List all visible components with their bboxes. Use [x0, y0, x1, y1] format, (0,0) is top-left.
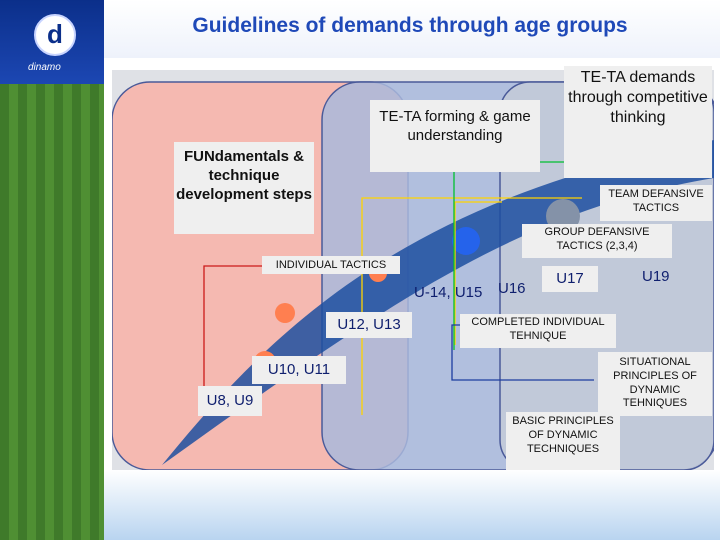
- grass-background: [0, 0, 104, 540]
- line-basic: [454, 201, 502, 345]
- age-u10-u11: U10, U11: [252, 356, 346, 384]
- slide-title: Guidelines of demands through age groups: [192, 14, 628, 37]
- age-u14-u15: U-14, U15: [414, 284, 483, 301]
- line-individual: [203, 265, 262, 402]
- phase-demands: TE-TA demands through competitive thinki…: [564, 66, 712, 178]
- dot-u16: [452, 227, 480, 255]
- age-u12-u13-text: U12, U13: [337, 316, 401, 333]
- situational-text: SITUATIONAL PRINCIPLES OF DYNAMIC TEHNIQ…: [613, 356, 697, 410]
- age-u12-u13: U12, U13: [326, 312, 412, 338]
- age-u8-u9: U8, U9: [198, 386, 262, 416]
- dot-u12: [275, 303, 295, 323]
- age-u17: U17: [542, 266, 598, 292]
- basic-principles-text: BASIC PRINCIPLES OF DYNAMIC TECHNIQUES: [512, 415, 614, 455]
- phase-fundamentals-text: FUNdamentals & technique development ste…: [176, 148, 312, 203]
- age-u10-u11-text: U10, U11: [267, 361, 331, 378]
- individual-tactics-text: INDIVIDUAL TACTICS: [275, 259, 387, 271]
- age-u17-text: U17: [556, 270, 584, 287]
- phase-demands-text: TE-TA demands through competitive thinki…: [568, 69, 708, 126]
- logo-letter: d: [47, 19, 63, 49]
- phase-fundamentals: FUNdamentals & technique development ste…: [174, 142, 314, 234]
- logo-text: dinamo: [28, 62, 61, 73]
- label-team-tactics: TEAM DEFANSIVE TACTICS: [600, 185, 712, 221]
- group-tactics-text: GROUP DEFANSIVE TACTICS (2,3,4): [544, 226, 650, 252]
- label-situational: SITUATIONAL PRINCIPLES OF DYNAMIC TEHNIQ…: [598, 352, 712, 416]
- line-situational: [451, 342, 594, 381]
- completed-technique-text: COMPLETED INDIVIDUAL TEHNIQUE: [471, 316, 605, 342]
- line-completed: [451, 324, 462, 342]
- line-group: [361, 197, 582, 415]
- age-u19: U19: [642, 268, 670, 285]
- dinamo-logo: d: [34, 14, 76, 56]
- label-group-tactics: GROUP DEFANSIVE TACTICS (2,3,4): [522, 224, 672, 258]
- age-u16: U16: [498, 280, 526, 297]
- label-completed-technique: COMPLETED INDIVIDUAL TEHNIQUE: [460, 314, 616, 348]
- label-basic-principles: BASIC PRINCIPLES OF DYNAMIC TECHNIQUES: [506, 412, 620, 470]
- phase-forming-text: TE-TA forming & game understanding: [379, 108, 531, 144]
- diagram-panel: FUNdamentals & technique development ste…: [112, 66, 714, 470]
- phase-forming: TE-TA forming & game understanding: [370, 100, 540, 172]
- team-tactics-text: TEAM DEFANSIVE TACTICS: [608, 188, 704, 214]
- label-individual-tactics: INDIVIDUAL TACTICS: [262, 256, 400, 274]
- title-band: [104, 0, 720, 58]
- bottom-band: [104, 470, 720, 540]
- age-u8-u9-text: U8, U9: [206, 392, 254, 409]
